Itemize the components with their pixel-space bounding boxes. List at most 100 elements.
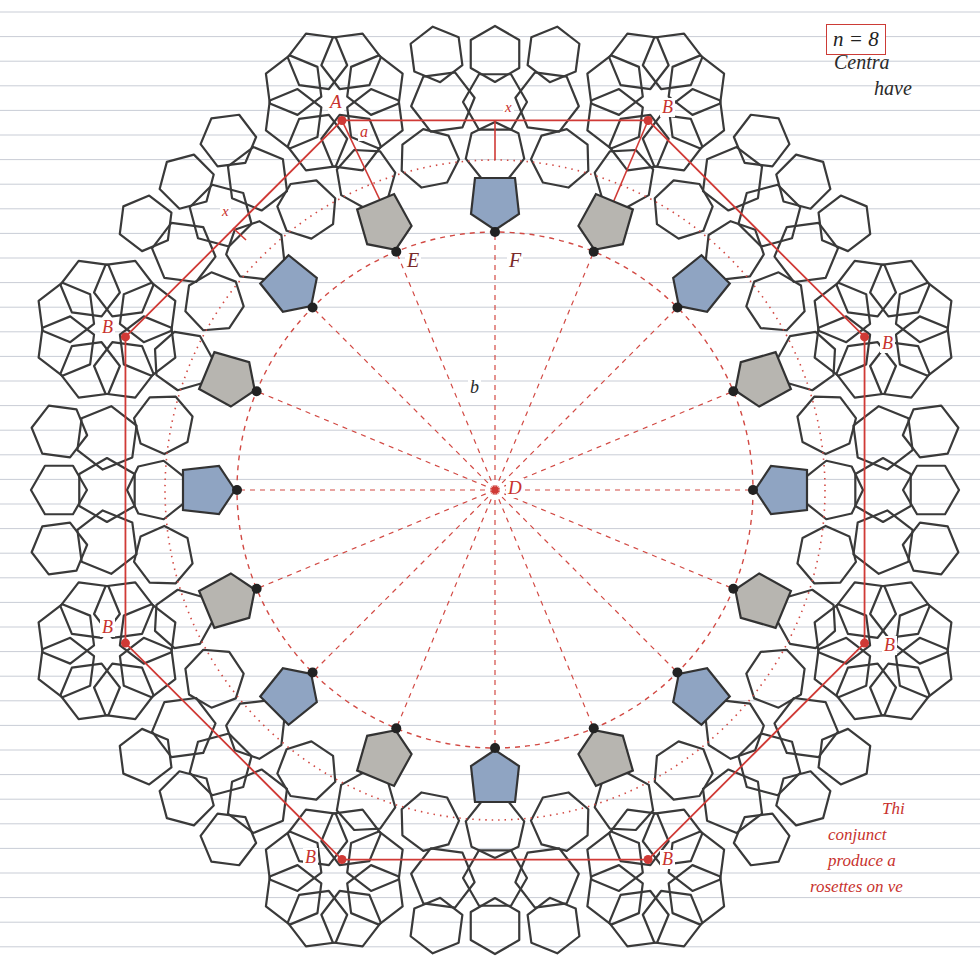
interlace-polygon: [870, 582, 929, 637]
handwritten-note: have: [872, 78, 914, 99]
interlace-polygon: [288, 891, 347, 946]
contact-dot: [728, 386, 738, 396]
interlace-polygon: [228, 769, 287, 832]
paper-line: [0, 922, 980, 923]
paper-line: [0, 307, 980, 308]
handwritten-note: Thi: [880, 800, 907, 818]
interlace-polygon: [190, 185, 252, 247]
interlace-polygon: [815, 316, 870, 375]
interlace-polygon: [669, 89, 724, 148]
paper-line: [0, 282, 980, 283]
radial-line: [495, 253, 593, 490]
interlace-polygon: [703, 769, 762, 832]
note-text: n = 8: [833, 27, 879, 52]
point-label: x: [220, 204, 231, 220]
paper-line: [0, 61, 980, 62]
paper-lines: [0, 12, 980, 963]
interlace-polygon: [669, 831, 724, 890]
interlace-polygon: [134, 397, 192, 454]
interlace-polygon: [94, 342, 153, 397]
vertex-dot: [121, 639, 130, 648]
interlace-polygon: [120, 316, 175, 375]
interlace-polygon: [60, 664, 119, 719]
contact-dot: [308, 667, 318, 677]
interlace-polygon: [31, 466, 87, 514]
contact-dot: [672, 303, 682, 313]
paper-line: [0, 233, 980, 234]
handwritten-note: conjunct: [826, 826, 889, 844]
dotted-circle: [165, 160, 825, 820]
paper-line: [0, 331, 980, 332]
contact-dot: [252, 386, 262, 396]
point-label: F: [507, 250, 523, 271]
interlace-polygon: [896, 604, 951, 663]
shaded-pentagon: [260, 668, 317, 725]
interlace-polygon: [347, 865, 402, 924]
shaded-pentagon: [735, 573, 791, 627]
radial-line: [495, 490, 676, 671]
contact-dot: [232, 485, 242, 495]
interlace-polygon: [134, 526, 192, 583]
contact-dot: [308, 303, 318, 313]
shaded-pentagon: [357, 730, 411, 786]
interlace-polygon: [896, 283, 951, 342]
handwritten-note: produce a: [826, 852, 898, 870]
paper-line: [0, 12, 980, 13]
radial-line: [258, 490, 495, 588]
interlace-polygon: [190, 733, 252, 795]
interlace-polygon: [152, 223, 215, 282]
point-label: D: [506, 478, 524, 498]
interlace-polygon: [531, 792, 588, 850]
interlace-polygon: [120, 604, 175, 663]
point-label: B: [660, 98, 675, 117]
interlace-polygon: [669, 55, 724, 114]
contact-dot: [391, 723, 401, 733]
interlace-polygon: [402, 792, 459, 850]
paper-line: [0, 627, 980, 628]
shaded-pentagon: [471, 750, 519, 802]
point-label: E: [405, 250, 421, 271]
interlace-polygon: [669, 865, 724, 924]
shaded-pentagon: [673, 668, 730, 725]
radial-line: [495, 490, 593, 727]
interlace-polygon: [288, 34, 347, 89]
interlace-polygon: [819, 196, 871, 252]
point-label: B: [880, 334, 895, 353]
radial-line: [495, 392, 732, 490]
interlace-polygon: [609, 891, 668, 946]
construction-lines: [121, 116, 869, 864]
interlace-polygon: [738, 733, 800, 795]
interlace-polygon: [531, 129, 588, 187]
radial-line: [495, 489, 751, 490]
contact-dot: [589, 723, 599, 733]
interlace-polygon: [120, 729, 172, 785]
interlace-polygon: [39, 638, 94, 697]
interlace-polygon: [774, 698, 837, 757]
interlace-polygon: [152, 698, 215, 757]
interlace-polygon: [836, 664, 895, 719]
point-label: B: [660, 850, 675, 869]
interlace-polygon: [347, 55, 402, 114]
shaded-pentagon: [471, 178, 519, 230]
paper-line: [0, 430, 980, 431]
paper-line: [0, 700, 980, 701]
interlace-polygon: [347, 89, 402, 148]
paper-line: [0, 454, 980, 455]
interlace-polygon: [185, 272, 243, 330]
dashed-circle: [237, 232, 753, 748]
shaded-pentagon: [357, 194, 411, 250]
interlace-polygon: [321, 891, 380, 946]
paper-line: [0, 504, 980, 505]
shaded-pentagon: [199, 573, 255, 627]
interlace-polygon: [347, 831, 402, 890]
contact-dot: [490, 227, 500, 237]
paper-line: [0, 553, 980, 554]
interlace-polygon: [776, 155, 830, 209]
radial-line: [397, 490, 495, 727]
interlace-polygon: [870, 261, 929, 316]
paper-line: [0, 750, 980, 751]
interlace-polygon: [321, 115, 380, 170]
paper-line: [0, 159, 980, 160]
interlace-polygon: [160, 771, 214, 825]
